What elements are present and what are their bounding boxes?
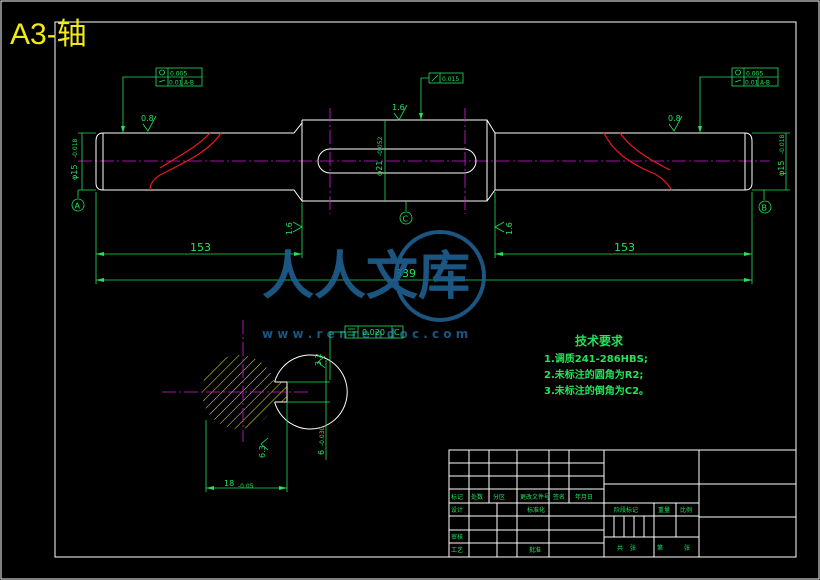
tb-zone: 分区 (493, 493, 505, 501)
watermark-text: 人人文库 (262, 247, 470, 307)
ra-right-shoulder: 1.6 (505, 222, 514, 235)
tol-right-top: 0.005 (746, 71, 763, 78)
tb-sheet-b: 张 (684, 544, 690, 552)
tol-right-bottom: 0.01 (745, 80, 759, 87)
tol-section-value: 0.020 (362, 328, 385, 337)
tb-nth: 第 (657, 544, 663, 552)
tol-left-top: 0.005 (170, 71, 187, 78)
tol-mid: 0.015 (442, 76, 459, 83)
tb-process: 工艺 (451, 546, 463, 554)
tb-standard: 标准化 (527, 506, 545, 514)
tb-count: 处数 (471, 493, 483, 501)
ra-mid-top: 1.6 (392, 103, 405, 112)
ra-left-journal: 0.8 (141, 114, 154, 123)
drawing-title: A3-轴 (10, 18, 87, 51)
tech-requirements: 技术要求 1.调质241-286HBS; 2.未标注的圆角为R2; 3.未标注的… (544, 333, 649, 397)
ra-key-bottom: 6.3 (258, 445, 267, 458)
tol-left-bottom: 0.01 (169, 80, 183, 87)
dim-key-width-tol: -0.030 (319, 426, 326, 446)
dim-length-total: 339 (395, 267, 416, 280)
dim-length-right: 153 (614, 241, 635, 254)
tb-stage-mark: 阶段标记 (614, 506, 638, 514)
tb-scale: 比例 (680, 506, 692, 514)
dim-section-depth-tol: -0.05 (238, 483, 254, 490)
ra-key-side: 3.2 (314, 353, 323, 366)
tolerance-frames: 0.005 0.01 A-B 0.015 0.005 0.01 A-B (121, 67, 779, 133)
tech-req-item-2: 2.未标注的圆角为R2; (544, 368, 643, 381)
roughness-symbols: 0.8 0.8 1.6 1.6 1.6 (141, 103, 683, 235)
dim-key-width: 6 (317, 450, 326, 455)
keyway-slot (317, 148, 477, 174)
datum-markers: A B C (71, 190, 772, 225)
title-block: 标记 处数 分区 更改文件号 签名 年月日 设计 标准化 审核 工艺 批准 阶段… (448, 449, 797, 558)
dim-dia-right: φ15 (777, 161, 786, 176)
dim-dia-left-tol: -0.018 (72, 138, 79, 158)
tech-req-item-3: 3.未标注的倒角为C2。 (544, 384, 649, 397)
tb-mark: 标记 (451, 493, 463, 501)
tb-total: 共 (617, 544, 623, 552)
dim-dia-mid: φ21 (375, 161, 384, 176)
watermark-url: w w w . r e n r e n d o c . c o m (262, 327, 468, 341)
datum-b: B (762, 204, 768, 213)
datum-a: A (75, 202, 81, 211)
tb-approve: 批准 (529, 546, 541, 554)
tech-req-item-1: 1.调质241-286HBS; (544, 352, 648, 365)
tb-design: 设计 (451, 506, 463, 514)
tol-left-ref: A-B (184, 80, 194, 87)
dim-dia-mid-tol: -0.052 (377, 136, 384, 156)
inner-frame (54, 21, 797, 558)
shaft-main-view (78, 108, 770, 214)
watermark: 人人文库 w w w . r e n r e n d o c . c o m (262, 230, 486, 341)
tb-sheet-a: 张 (630, 544, 636, 552)
dimensions: 153 153 339 φ15 -0.018 φ15 -0.018 φ21 -0… (70, 120, 790, 284)
tol-right-ref: A-B (760, 80, 770, 87)
dim-dia-left: φ15 (70, 165, 79, 180)
dim-section-depth: 18 (224, 479, 234, 488)
tech-req-heading: 技术要求 (575, 333, 624, 348)
datum-c: C (403, 215, 409, 224)
dim-length-left: 153 (190, 241, 211, 254)
tb-review: 审核 (451, 533, 463, 541)
dim-dia-right-tol: -0.018 (779, 134, 786, 154)
tb-sign: 签名 (553, 493, 565, 501)
tb-change-doc: 更改文件号 (520, 493, 550, 501)
ra-left-shoulder: 1.6 (285, 222, 294, 235)
tb-weight: 重量 (658, 506, 670, 514)
ra-right-journal: 0.8 (668, 114, 681, 123)
tol-section-ref: C (394, 328, 400, 337)
section-view: 6 -0.030 18 -0.05 3.2 6.3 0.020 C (162, 320, 404, 492)
tb-date: 年月日 (575, 493, 593, 501)
